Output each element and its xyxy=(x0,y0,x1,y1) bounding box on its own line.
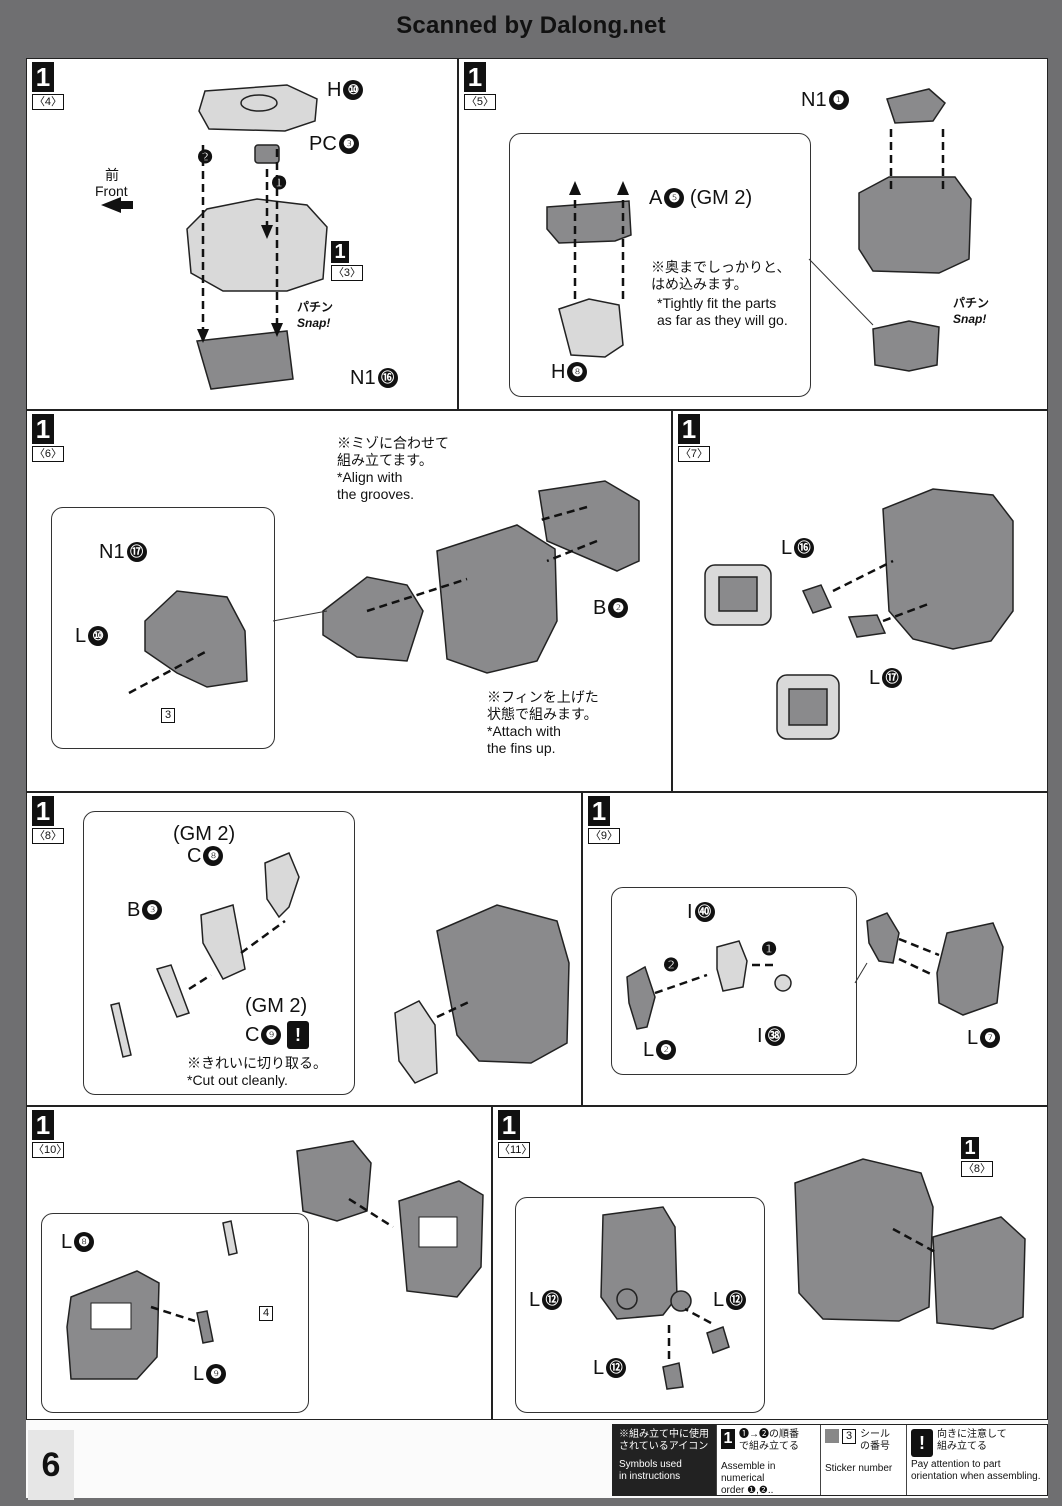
part-label-gm2-a: (GM 2) xyxy=(173,823,236,845)
step-badge: 1 〈8〉 xyxy=(32,796,64,844)
step-badge: 1 〈10〉 xyxy=(32,1110,68,1158)
step-badge: 1 〈4〉 xyxy=(32,62,64,110)
snap-label-en: Snap! xyxy=(953,312,987,326)
part-label-gm2-b: (GM 2) xyxy=(245,995,308,1017)
ref-badge: 1 〈3〉 xyxy=(331,241,363,281)
step-4-drawing xyxy=(101,84,328,390)
front-label-en: Front xyxy=(95,183,128,199)
sticker-3: 3 xyxy=(161,705,175,723)
legend-attention: ! 向きに注意して 組み立てる Pay attention to part or… xyxy=(911,1429,1041,1482)
front-label-jp: 前 xyxy=(105,167,119,183)
step-badge: 1 〈7〉 xyxy=(678,414,710,462)
step-9-drawing xyxy=(626,912,1004,1030)
step-badge: 1 〈5〉 xyxy=(464,62,496,110)
sticker-swatch-icon xyxy=(825,1429,839,1443)
snap-label-en: Snap! xyxy=(297,316,331,330)
legend-sticker: 3 シール の番号 Sticker number xyxy=(821,1425,907,1495)
step-8-drawing xyxy=(110,852,570,1084)
symbols-legend: ※組み立て中に使用 されているアイコン Symbols used in inst… xyxy=(612,1424,1048,1496)
step-badge: 1 〈11〉 xyxy=(498,1110,533,1158)
inset-box xyxy=(509,133,811,397)
order-1-marker: ❶ xyxy=(271,173,288,193)
order-2-marker: ❷ xyxy=(663,955,680,975)
step-6-drawing xyxy=(128,480,640,695)
note-jp: ※奥までしっかりと、はめ込みます。 xyxy=(651,259,791,292)
order-1-marker: ❶ xyxy=(761,939,778,959)
step-5-drawing xyxy=(546,88,972,372)
step-11-drawing xyxy=(600,1158,1026,1390)
sticker-4: 4 xyxy=(259,1303,273,1321)
page-number: 6 xyxy=(28,1430,74,1500)
legend-order: 1 ❶→❷の順番 で組み立てる Assemble in numerical or… xyxy=(717,1425,821,1496)
ref-badge: 1 〈8〉 xyxy=(961,1137,993,1177)
order-2-marker: ❷ xyxy=(197,147,214,167)
scan-banner: Scanned by Dalong.net xyxy=(396,12,666,39)
step-10-drawing xyxy=(66,1140,484,1380)
note-cut: ※きれいに切り取る。*Cut out cleanly. xyxy=(187,1055,327,1088)
legend-title: ※組み立て中に使用 されているアイコン Symbols used in inst… xyxy=(613,1425,717,1495)
snap-label-jp: パチン xyxy=(953,296,990,310)
snap-label-jp: パチン xyxy=(297,300,334,314)
step-7-drawing xyxy=(704,488,1014,740)
step-badge: 1 〈6〉 xyxy=(32,414,64,462)
step-badge: 1 〈9〉 xyxy=(588,796,620,844)
